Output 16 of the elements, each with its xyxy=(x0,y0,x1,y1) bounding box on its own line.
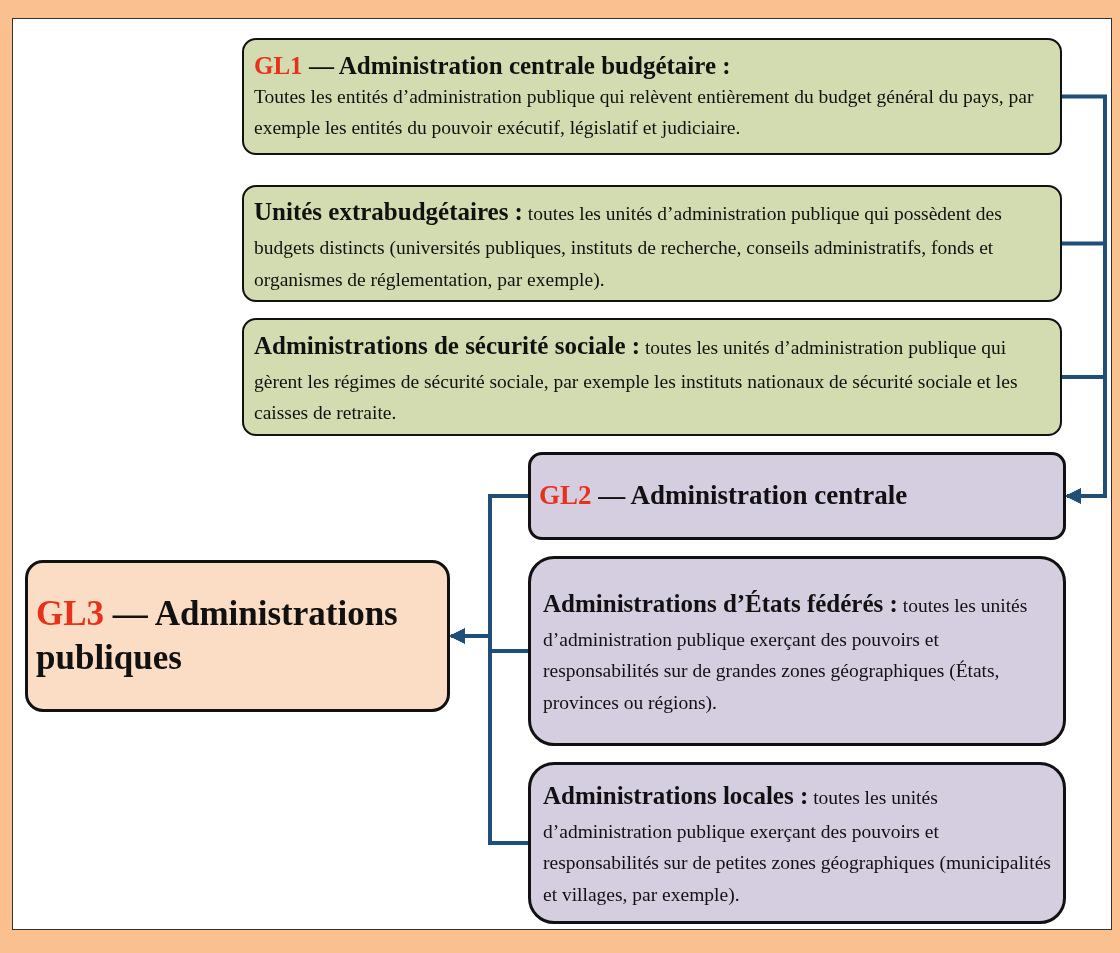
text-box xyxy=(242,318,1062,436)
box-heading: GL2 — Administration centrale xyxy=(539,479,909,513)
text-box xyxy=(528,452,1066,540)
box-heading: GL3 — Administrations publiques xyxy=(36,593,399,679)
text-box xyxy=(25,560,450,712)
box-heading: GL1 — Administration centrale budgétaire : xyxy=(254,50,732,81)
box-description: Administrations d’États fédérés : toutes les unités d’administration publique exerçant des pouvoirs et responsabilités sur de grandes zones géographiques (États, provinces ou régions). xyxy=(543,589,1029,715)
box-description: Unités extrabudgétaires : toutes les unités d’administration publique qui possèdent des budgets distincts (universités publiques, instituts de recherche, conseils administratifs, fonds et organismes de réglementation, par exemple). xyxy=(254,197,1003,292)
box-description: Toutes les entités d’administration publique qui relèvent entièrement du budget général du pays, par exemple les entités du pouvoir exécutif, législatif et judiciaire. xyxy=(254,84,1035,141)
text-box xyxy=(528,556,1066,746)
box-description: Administrations de sécurité sociale : toutes les unités d’administration publique qui gèrent les régimes de sécurité sociale, par exemple les instituts nationaux de sécurité sociale et les caisses de retraite. xyxy=(254,330,1019,425)
text-box xyxy=(242,185,1062,302)
connector-arrow xyxy=(1062,375,1107,504)
text-box xyxy=(242,38,1062,155)
text-box xyxy=(528,762,1066,924)
box-description: Administrations locales : toutes les unités d’administration publique exerçant des pouvoirs et responsabilités sur de petites zones géographiques (municipalités et villages, par exemple). xyxy=(543,781,1051,907)
